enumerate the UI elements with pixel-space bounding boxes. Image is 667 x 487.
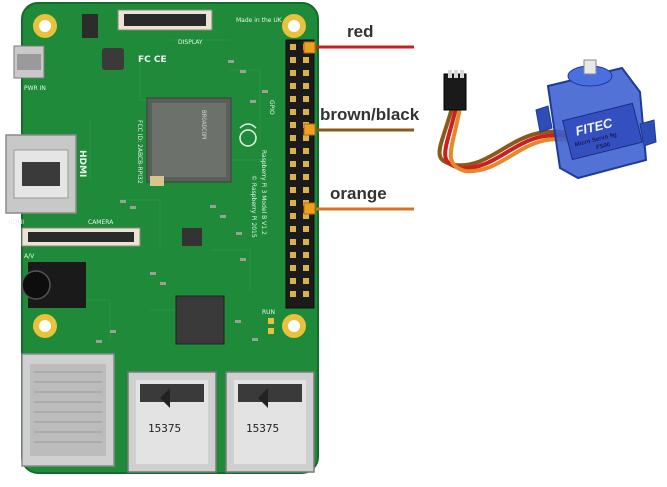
- made-in-label: Made in the UK: [236, 17, 283, 24]
- pwr-in-label: PWR IN: [24, 85, 46, 92]
- servo-shaft: [583, 59, 597, 75]
- wire-label-orange: orange: [330, 184, 387, 203]
- display-label: DISPLAY: [178, 39, 203, 46]
- pin-marker-gnd: [303, 123, 316, 136]
- servo-mount-tab: [639, 119, 657, 147]
- mounting-holes: [33, 14, 306, 338]
- gpio-pin: [303, 252, 309, 258]
- broadcom-soc: BROADCOM: [146, 97, 232, 183]
- gpio-pin: [303, 70, 309, 76]
- display-connector: DISPLAY: [117, 9, 213, 46]
- gpio-pin: [303, 174, 309, 180]
- hdmi-connector: HDMI HDMI: [5, 134, 87, 226]
- gpio-pin: [290, 213, 296, 219]
- fcc-logo: FC CE: [138, 55, 167, 65]
- camera-label: CAMERA: [88, 219, 114, 226]
- pin-marker-5v: [303, 41, 316, 54]
- gpio-pin: [290, 57, 296, 63]
- smd-components: [96, 60, 268, 343]
- gpio-pins: [290, 44, 309, 297]
- gpio-pin: [303, 148, 309, 154]
- servo-cable: [437, 106, 592, 174]
- pin-marker-signal: [303, 202, 316, 215]
- gpio-pin: [303, 57, 309, 63]
- camera-connector: CAMERA: [21, 219, 141, 247]
- av-label: A/V: [24, 253, 35, 260]
- gpio-pin: [290, 291, 296, 297]
- gpio-label: GPIO: [268, 100, 275, 115]
- gpio-pin: [290, 187, 296, 193]
- gpio-pin: [290, 278, 296, 284]
- gpio-pin: [290, 226, 296, 232]
- gpio-pin: [290, 161, 296, 167]
- soc-brand-label: BROADCOM: [200, 110, 207, 139]
- usb-port-right: 15375: [225, 371, 315, 473]
- gpio-pin: [290, 265, 296, 271]
- gpio-pin: [290, 239, 296, 245]
- servo-label: FITEC Micro Servo 9g FS90: [562, 102, 643, 161]
- hdmi-label: HDMI: [8, 219, 24, 226]
- gpio-pin: [290, 122, 296, 128]
- servo-part: FS90: [596, 142, 612, 151]
- gpio-pin: [303, 161, 309, 167]
- lan-chip: [175, 295, 225, 345]
- gpio-pin: [303, 96, 309, 102]
- gpio-pin: [303, 135, 309, 141]
- ethernet-port: [21, 353, 115, 467]
- gpio-pin: [303, 213, 309, 219]
- audio-jack: A/V: [21, 253, 86, 308]
- fcc-id-label: FCC ID: 2ABCB-RPI32: [136, 120, 143, 184]
- gpio-pin: [290, 44, 296, 50]
- run-label: RUN: [262, 309, 275, 316]
- wire-label-red: red: [347, 22, 373, 41]
- usb-icon: [258, 388, 268, 408]
- small-chip: [82, 14, 98, 38]
- raspberry-pi-board: DISPLAY Made in the UK PWR IN FC CE BROA…: [5, 2, 319, 474]
- gpio-pin: [303, 278, 309, 284]
- inductor: [102, 48, 124, 70]
- gpio-pin: [290, 109, 296, 115]
- gpio-pin: [290, 148, 296, 154]
- gpio-pin: [290, 83, 296, 89]
- gpio-pin: [290, 252, 296, 258]
- usb-right-id: 15375: [246, 422, 279, 435]
- hdmi-silk: HDMI: [77, 150, 87, 177]
- raspberry-logo-icon: [239, 123, 257, 147]
- copyright-label: © Raspberry Pi 2015: [250, 175, 257, 238]
- gpio-pin: [303, 291, 309, 297]
- wire-annotations: red brown/black orange: [316, 22, 420, 211]
- usb-left-id: 15375: [148, 422, 181, 435]
- servo-mount-tab: [535, 105, 553, 133]
- gpio-pin: [303, 83, 309, 89]
- gpio-pin: [290, 174, 296, 180]
- run-header: RUN: [262, 309, 275, 334]
- gpio-pin: [290, 70, 296, 76]
- gpio-pin: [290, 96, 296, 102]
- usb-icon: [160, 388, 170, 408]
- usb-port-left: 15375: [127, 371, 217, 473]
- gpio-pin: [303, 265, 309, 271]
- small-ic: [182, 228, 202, 246]
- servo-motor: FITEC Micro Servo 9g FS90: [437, 59, 657, 180]
- servo-plug: [443, 73, 467, 111]
- model-label: Raspberry Pi 3 Model B V1.2: [260, 150, 267, 235]
- wire-label-brown: brown/black: [320, 105, 420, 124]
- gpio-pin: [303, 239, 309, 245]
- crystal: [150, 176, 164, 186]
- gpio-pin: [290, 200, 296, 206]
- gpio-pin: [303, 109, 309, 115]
- gpio-pin: [290, 135, 296, 141]
- gpio-pin: [303, 226, 309, 232]
- power-connector: PWR IN: [13, 45, 46, 92]
- gpio-pin: [303, 187, 309, 193]
